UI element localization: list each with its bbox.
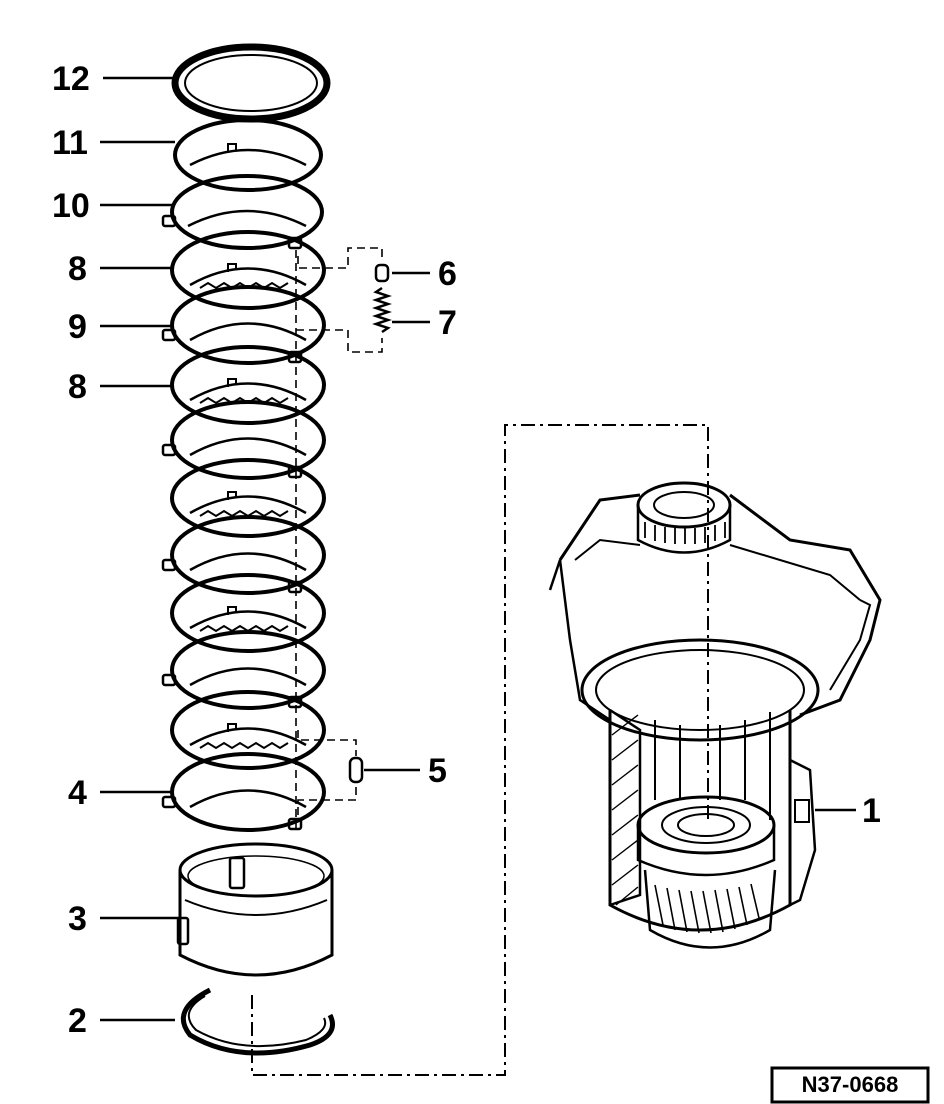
callout-10: 10: [52, 187, 90, 225]
callout-5: 5: [428, 752, 447, 790]
part-1-housing: [548, 481, 882, 949]
callout-6: 6: [438, 255, 457, 293]
clutch-pack-stack: [161, 43, 335, 1056]
part-3-sleeve: [176, 842, 334, 977]
part-11-plate: [173, 118, 323, 192]
callout-8-lower: 8: [68, 368, 87, 406]
spring-bracket-5: [297, 730, 364, 815]
leader-lines: [100, 76, 856, 1022]
callout-2: 2: [68, 1002, 87, 1040]
part-12-ring: [171, 43, 331, 123]
part-4-plate: [161, 752, 326, 832]
callout-12: 12: [52, 60, 90, 98]
figure-reference-label: N37-0668: [802, 1072, 899, 1097]
callout-4: 4: [68, 774, 87, 812]
figure-reference-box: N37-0668: [770, 1066, 930, 1104]
callout-1: 1: [862, 792, 881, 830]
callout-7: 7: [438, 304, 457, 342]
spring-bracket-6-7: [296, 247, 392, 353]
callout-11: 11: [52, 124, 88, 162]
callout-3: 3: [68, 900, 87, 938]
callout-8-upper: 8: [68, 250, 87, 288]
part-10-plate: [161, 174, 324, 250]
callout-9: 9: [68, 308, 87, 346]
part-2-snap-ring: [180, 987, 335, 1056]
plate-stack-repeated: [161, 230, 326, 770]
assembly-path-line: [251, 424, 709, 1076]
